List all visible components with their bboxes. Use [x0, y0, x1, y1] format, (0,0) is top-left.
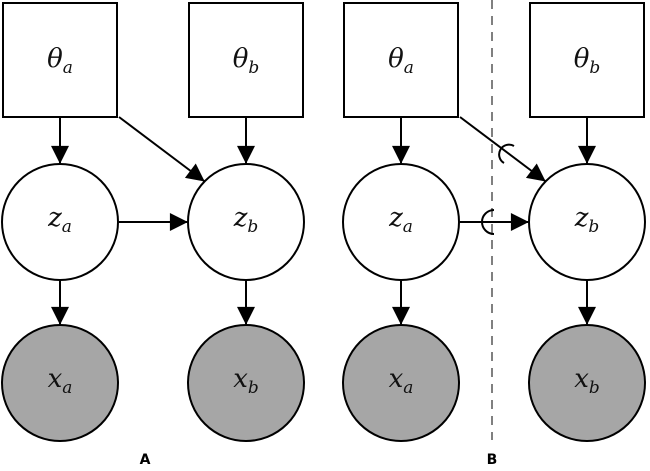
theta-b-subscript: b — [589, 58, 600, 78]
theta-b-symbol: θ — [574, 44, 590, 74]
panel-b: θa θb za zb xa — [342, 2, 646, 468]
x-a-symbol: x — [48, 364, 63, 394]
theta-a-symbol: θ — [388, 44, 404, 74]
x-b-symbol: x — [574, 364, 589, 394]
x-b-symbol: x — [233, 364, 248, 394]
edge-theta-a-to-z-b — [459, 116, 546, 182]
edge-theta-a-to-z-b — [118, 116, 205, 182]
svg-text:xb: xb — [574, 364, 600, 398]
z-b-node: zb — [528, 163, 646, 281]
svg-text:θa: θa — [47, 44, 73, 78]
x-b-node: xb — [528, 324, 646, 442]
svg-text:xa: xa — [48, 364, 73, 398]
panel-a: θa θb za zb xa — [1, 2, 305, 468]
svg-text:zb: zb — [574, 203, 600, 237]
z-a-node: za — [1, 163, 119, 281]
svg-text:θa: θa — [388, 44, 414, 78]
x-a-symbol: x — [389, 364, 404, 394]
theta-b-node: θb — [188, 2, 304, 118]
theta-a-subscript: a — [404, 58, 414, 78]
cut-mark-diagonal — [498, 143, 515, 164]
z-a-symbol: z — [388, 203, 403, 233]
z-a-node: za — [342, 163, 460, 281]
svg-text:zb: zb — [233, 203, 259, 237]
z-b-symbol: z — [574, 203, 589, 233]
theta-a-node: θa — [343, 2, 459, 118]
svg-text:xb: xb — [233, 364, 259, 398]
theta-b-symbol: θ — [233, 44, 249, 74]
x-a-subscript: a — [403, 378, 413, 398]
z-b-node: zb — [187, 163, 305, 281]
svg-text:za: za — [47, 203, 72, 237]
theta-a-node: θa — [2, 2, 118, 118]
svg-text:za: za — [388, 203, 413, 237]
theta-a-symbol: θ — [47, 44, 63, 74]
svg-text:θb: θb — [574, 44, 601, 78]
z-b-symbol: z — [233, 203, 248, 233]
x-b-subscript: b — [589, 378, 600, 398]
z-a-subscript: a — [403, 217, 413, 237]
x-a-node: xa — [1, 324, 119, 442]
cut-mark-horizontal — [481, 209, 495, 235]
z-a-subscript: a — [62, 217, 72, 237]
panel-b-label: B — [487, 452, 498, 468]
x-b-node: xb — [187, 324, 305, 442]
theta-b-node: θb — [529, 2, 645, 118]
svg-text:θb: θb — [233, 44, 260, 78]
z-b-subscript: b — [247, 217, 258, 237]
panel-a-label: A — [140, 452, 151, 468]
z-b-subscript: b — [588, 217, 599, 237]
theta-a-subscript: a — [63, 58, 73, 78]
x-b-subscript: b — [248, 378, 259, 398]
z-a-symbol: z — [47, 203, 62, 233]
x-a-node: xa — [342, 324, 460, 442]
x-a-subscript: a — [62, 378, 72, 398]
theta-b-subscript: b — [248, 58, 259, 78]
svg-text:xa: xa — [389, 364, 414, 398]
